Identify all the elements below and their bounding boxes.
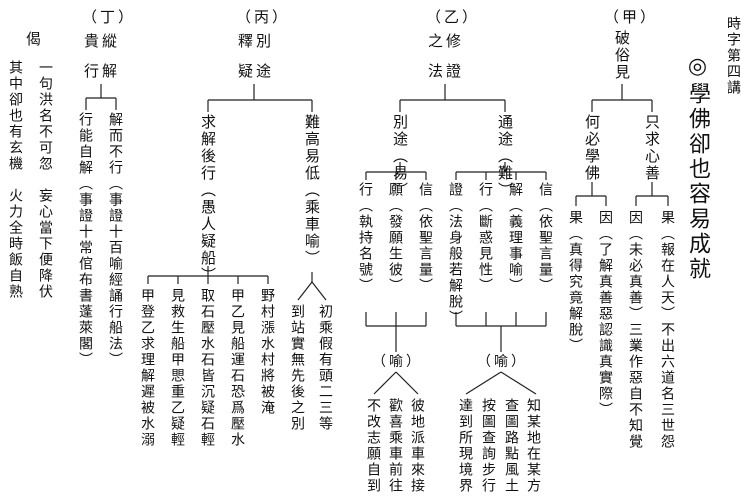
yi-branch-easy: 別途（易）	[391, 114, 409, 199]
section-bing-title-2: 疑途	[238, 62, 275, 80]
yi-easy-item-1: 信（依聖言量）	[417, 182, 433, 294]
yi-easy-metaphor-2: 歡喜乘車前往	[387, 398, 403, 494]
bing-boat-item-4: 見救生船甲愳重乙疑輕	[169, 288, 185, 448]
yi-easy-item-2: 願（發願生彼）	[387, 182, 403, 294]
yi-hard-item-1: 信（依聖言量）	[537, 182, 553, 294]
bing-car-item-1: 初乘假有頭二三等	[317, 304, 333, 432]
jia-cause-a: 因（未必真善）三業作惡自不知覺	[627, 210, 643, 450]
yi-hard-metaphor-3: 按圖查詢步行	[480, 398, 496, 494]
main-title: ◎學佛卻也容易成就	[685, 54, 710, 282]
yi-hard-metaphor-4: 達到所現境界	[457, 398, 473, 494]
yi-hard-item-2: 解（義理事喻）	[507, 182, 523, 294]
section-yi-title-2: 法證	[428, 62, 465, 80]
yi-easy-metaphor-3: 不改志願自到	[365, 398, 381, 494]
jia-branch-heart: 只求心善	[643, 114, 661, 182]
section-yi-label: （乙）	[426, 8, 481, 26]
yi-hard-metaphor-1: 知某地在某方	[525, 398, 541, 494]
section-jia-label: （甲）	[604, 8, 659, 26]
verse-line-1: 一句洪名不可忽 妄心當下便降伏	[37, 60, 53, 300]
bing-boat-item-2: 甲乙見船運石恐爲壓水	[229, 288, 245, 448]
bing-boat-item-3: 取石壓水石皆沉疑石輕	[199, 288, 215, 448]
section-jia-title: 破俗見	[613, 30, 631, 81]
jia-cause-b: 因（了解真善惡認識真實際）	[597, 210, 613, 418]
bing-branch-boat: 求解後行（愚人疑船）	[199, 114, 217, 284]
section-ding-title-2: 行解	[84, 62, 121, 80]
lecture-title: 時字第四講	[725, 16, 741, 96]
yi-hard-metaphor-label: （喻）	[477, 354, 528, 370]
jia-result-b: 果（真得究竟解脫）	[567, 210, 583, 354]
yi-hard-item-3: 行（斷惑見性）	[477, 182, 493, 294]
ding-branch-a: 解而不行（事證十百喻經誦行船法）	[107, 112, 123, 368]
bing-branch-car: 難高易低（乘車喻）	[303, 114, 321, 267]
verse-line-2: 其中卻也有玄機 火力全時飯自熟	[7, 60, 23, 300]
section-ding-label: （丁）	[82, 8, 137, 26]
jia-result-a: 果（報在人天）不出六道名三世怨	[659, 210, 675, 450]
jia-branch-why: 何必學佛	[583, 114, 601, 182]
yi-easy-metaphor-1: 彼地派車來接	[409, 398, 425, 494]
yi-hard-item-4: 證（法身般若解脫）	[447, 182, 463, 326]
yi-hard-metaphor-2: 查圖路點風土	[503, 398, 519, 494]
bing-car-item-2: 到站實無先後之別	[289, 304, 305, 432]
section-ding-title-1: 貴縱	[84, 32, 121, 50]
section-bing-title-1: 釋別	[238, 32, 275, 50]
ding-branch-b: 行能自解（事證十常倌布書蓬萊閣）	[77, 112, 93, 368]
section-yi-title-1: 之修	[428, 32, 465, 50]
bing-boat-item-1: 野村漲水村將被淹	[259, 288, 275, 416]
section-bing-label: （丙）	[236, 8, 291, 26]
yi-easy-item-3: 行（執持名號）	[357, 182, 373, 294]
yi-branch-hard: 通途（難）	[496, 114, 514, 199]
bing-boat-item-5: 甲登乙求理解遲被水溺	[139, 288, 155, 448]
verse-label: 偈	[26, 30, 45, 48]
yi-easy-metaphor-label: （喻）	[372, 354, 423, 370]
